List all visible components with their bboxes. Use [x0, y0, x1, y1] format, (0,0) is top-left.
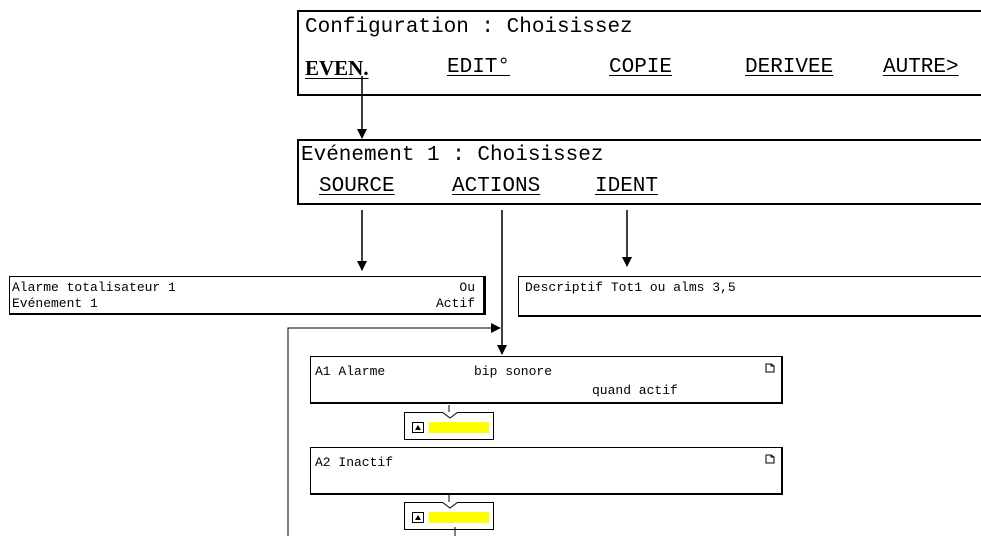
source-box: Alarme totalisateur 1 Ou Evénement 1 Act… — [9, 276, 484, 315]
event-title: Evénement 1 : Choisissez — [301, 144, 604, 167]
menu-edit[interactable]: EDIT° — [447, 56, 511, 79]
page-corner-icon — [765, 363, 775, 373]
a1-value2: quand actif — [592, 383, 678, 398]
menu-even[interactable]: EVEN. — [305, 56, 369, 80]
source-row2-left: Evénement 1 — [12, 296, 98, 311]
page-corner-icon — [765, 454, 775, 464]
action-a2-box[interactable]: A2 Inactif — [310, 447, 783, 495]
source-row2-right: Actif — [435, 296, 475, 311]
a2-label: A2 Inactif — [315, 455, 394, 470]
a1-highlight-bar — [429, 422, 489, 433]
event-screen: Evénement 1 : Choisissez SOURCE ACTIONS … — [297, 139, 981, 205]
a1-label: A1 Alarme — [315, 364, 386, 379]
alarm-bell-icon — [412, 512, 424, 523]
menu-source[interactable]: SOURCE — [319, 175, 395, 198]
action-a1-box[interactable]: A1 Alarme bip sonore quand actif — [310, 356, 783, 404]
tab-notch — [442, 502, 458, 509]
ident-text: Descriptif Tot1 ou alms 3,5 — [525, 280, 736, 295]
ident-box: Descriptif Tot1 ou alms 3,5 — [518, 276, 981, 317]
a2-highlight-bar — [429, 512, 489, 523]
menu-derivee[interactable]: DERIVEE — [745, 56, 834, 79]
a2-tab[interactable] — [404, 502, 494, 530]
menu-actions[interactable]: ACTIONS — [452, 175, 541, 198]
config-title: Configuration : Choisissez — [305, 16, 633, 39]
source-row1-left: Alarme totalisateur 1 — [12, 280, 176, 295]
alarm-bell-icon — [412, 422, 424, 433]
source-row1-right: Ou — [459, 280, 475, 295]
a1-tab[interactable] — [404, 412, 494, 440]
tab-notch — [442, 412, 458, 419]
loop-back-line — [287, 323, 501, 536]
menu-ident[interactable]: IDENT — [595, 175, 659, 198]
menu-copie[interactable]: COPIE — [609, 56, 673, 79]
menu-autre[interactable]: AUTRE> — [883, 56, 959, 79]
config-screen: Configuration : Choisissez EVEN. EDIT° C… — [297, 10, 981, 96]
a1-value: bip sonore — [474, 364, 553, 379]
